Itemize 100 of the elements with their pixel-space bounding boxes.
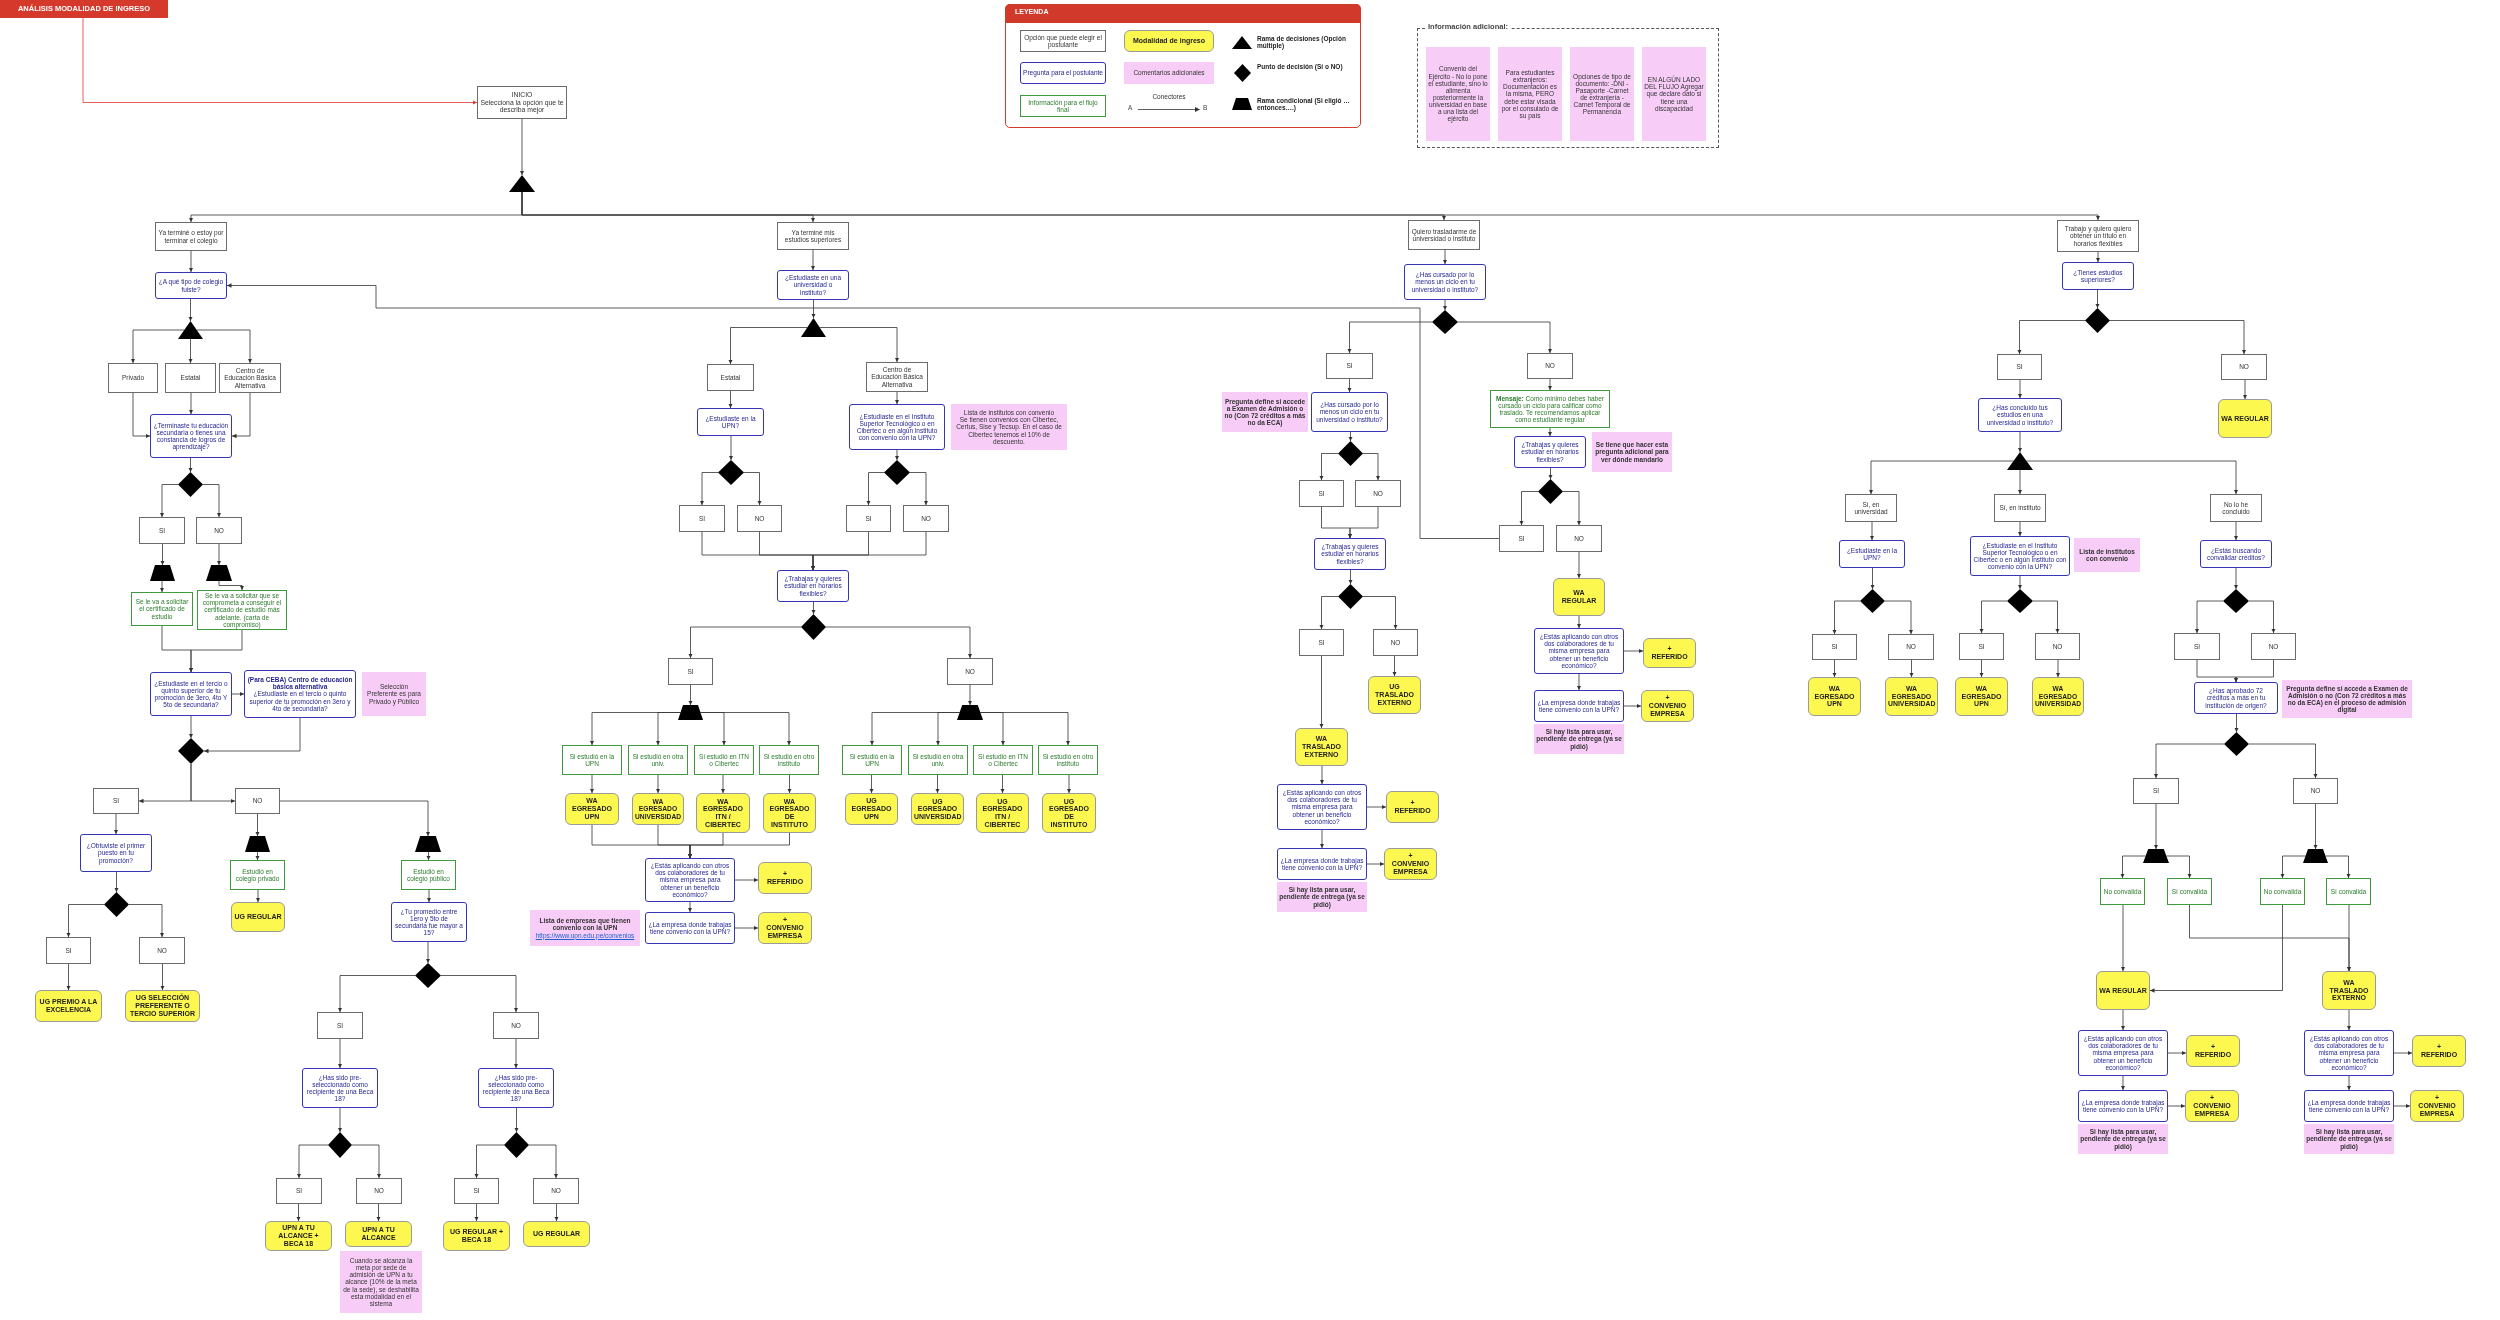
result-box [265, 1221, 332, 1251]
result-box [1643, 638, 1696, 668]
condition-trapezoid [957, 705, 983, 720]
comment-note [340, 1251, 422, 1313]
result-box [443, 1221, 510, 1251]
result-box [1386, 791, 1439, 823]
result-box [1641, 690, 1694, 722]
decision-diamond [1432, 310, 1458, 334]
decision-diamond [415, 963, 441, 988]
option-box [668, 658, 713, 685]
option-box [1499, 525, 1544, 552]
question-box [1311, 392, 1388, 432]
condition-trapezoid [2143, 849, 2169, 863]
option-box [317, 1012, 363, 1039]
decision-triangle [801, 318, 826, 337]
condition-trapezoid [150, 565, 175, 581]
result-box [345, 1221, 412, 1247]
option-box [139, 937, 185, 964]
decision-diamond [1538, 479, 1563, 504]
option-box [1997, 354, 2042, 380]
result-box [1384, 848, 1437, 880]
info-box [2260, 878, 2305, 905]
option-box [2210, 494, 2262, 522]
condition-trapezoid [415, 836, 441, 852]
option-box [2057, 220, 2139, 252]
option-box [276, 1178, 322, 1204]
result-box [2322, 971, 2376, 1010]
decision-diamond [1338, 584, 1363, 609]
result-box [523, 1221, 590, 1247]
question-box [1534, 690, 1624, 722]
info-box [2326, 878, 2371, 905]
condition-trapezoid [206, 565, 232, 581]
result-box [231, 902, 285, 932]
decision-diamond [1860, 589, 1885, 613]
decision-diamond [2224, 732, 2249, 756]
result-box [2410, 1090, 2464, 1122]
question-box [150, 414, 232, 458]
result-box [1885, 677, 1938, 716]
title-bar [0, 0, 168, 18]
comment-note [530, 910, 640, 946]
result-box [758, 862, 812, 894]
comment-note [1498, 47, 1562, 141]
option-box [947, 658, 993, 685]
decision-diamond [178, 472, 203, 497]
option-box [846, 505, 891, 532]
result-box [1808, 677, 1861, 716]
question-box [1514, 436, 1586, 468]
decision-diamond [178, 738, 204, 764]
decision-diamond [2085, 308, 2110, 333]
question-box [1839, 540, 1905, 568]
option-box [1812, 634, 1857, 660]
option-box [679, 505, 725, 532]
option-box [196, 517, 242, 544]
info-box [131, 592, 193, 626]
condition-trapezoid [2303, 849, 2328, 863]
option-box [2035, 633, 2080, 660]
question-box [150, 672, 232, 716]
result-box [35, 990, 102, 1022]
question-box [2200, 540, 2272, 568]
comment-note [2074, 538, 2140, 572]
option-box [707, 364, 754, 391]
comment-note [1642, 47, 1706, 141]
info-box [908, 745, 968, 775]
question-box [849, 404, 945, 450]
info-box [2167, 878, 2212, 905]
result-box [1553, 578, 1605, 616]
option-box [1994, 494, 2046, 522]
option-box [46, 937, 91, 964]
result-box [2096, 971, 2150, 1010]
option-box [93, 788, 139, 814]
comment-note [1570, 47, 1634, 141]
question-box [2304, 1090, 2394, 1122]
condition-trapezoid [245, 836, 270, 852]
option-box [1959, 633, 2004, 660]
question-box [777, 570, 849, 602]
result-box [2412, 1035, 2466, 1067]
result-box [1955, 677, 2008, 716]
decision-diamond [2007, 589, 2033, 613]
option-box [493, 1012, 539, 1039]
comment-note [1592, 432, 1672, 472]
option-box [1888, 634, 1934, 660]
info-box [562, 745, 622, 775]
info-box [1038, 745, 1098, 775]
option-box [1527, 353, 1573, 379]
option-box [108, 363, 158, 393]
result-box [2186, 1035, 2240, 1067]
option-box [2174, 633, 2220, 660]
decision-diamond [504, 1132, 529, 1158]
decision-diamond [104, 892, 129, 917]
question-box [155, 272, 227, 299]
decision-diamond [2223, 589, 2249, 613]
option-box [1355, 480, 1401, 507]
comment-note [951, 404, 1067, 450]
decision-triangle [2007, 452, 2033, 470]
question-box [1978, 398, 2062, 432]
option-box [2133, 778, 2179, 804]
question-box [1404, 264, 1486, 300]
question-box [2078, 1090, 2168, 1122]
info-box [694, 745, 754, 775]
question-box [2194, 682, 2278, 714]
